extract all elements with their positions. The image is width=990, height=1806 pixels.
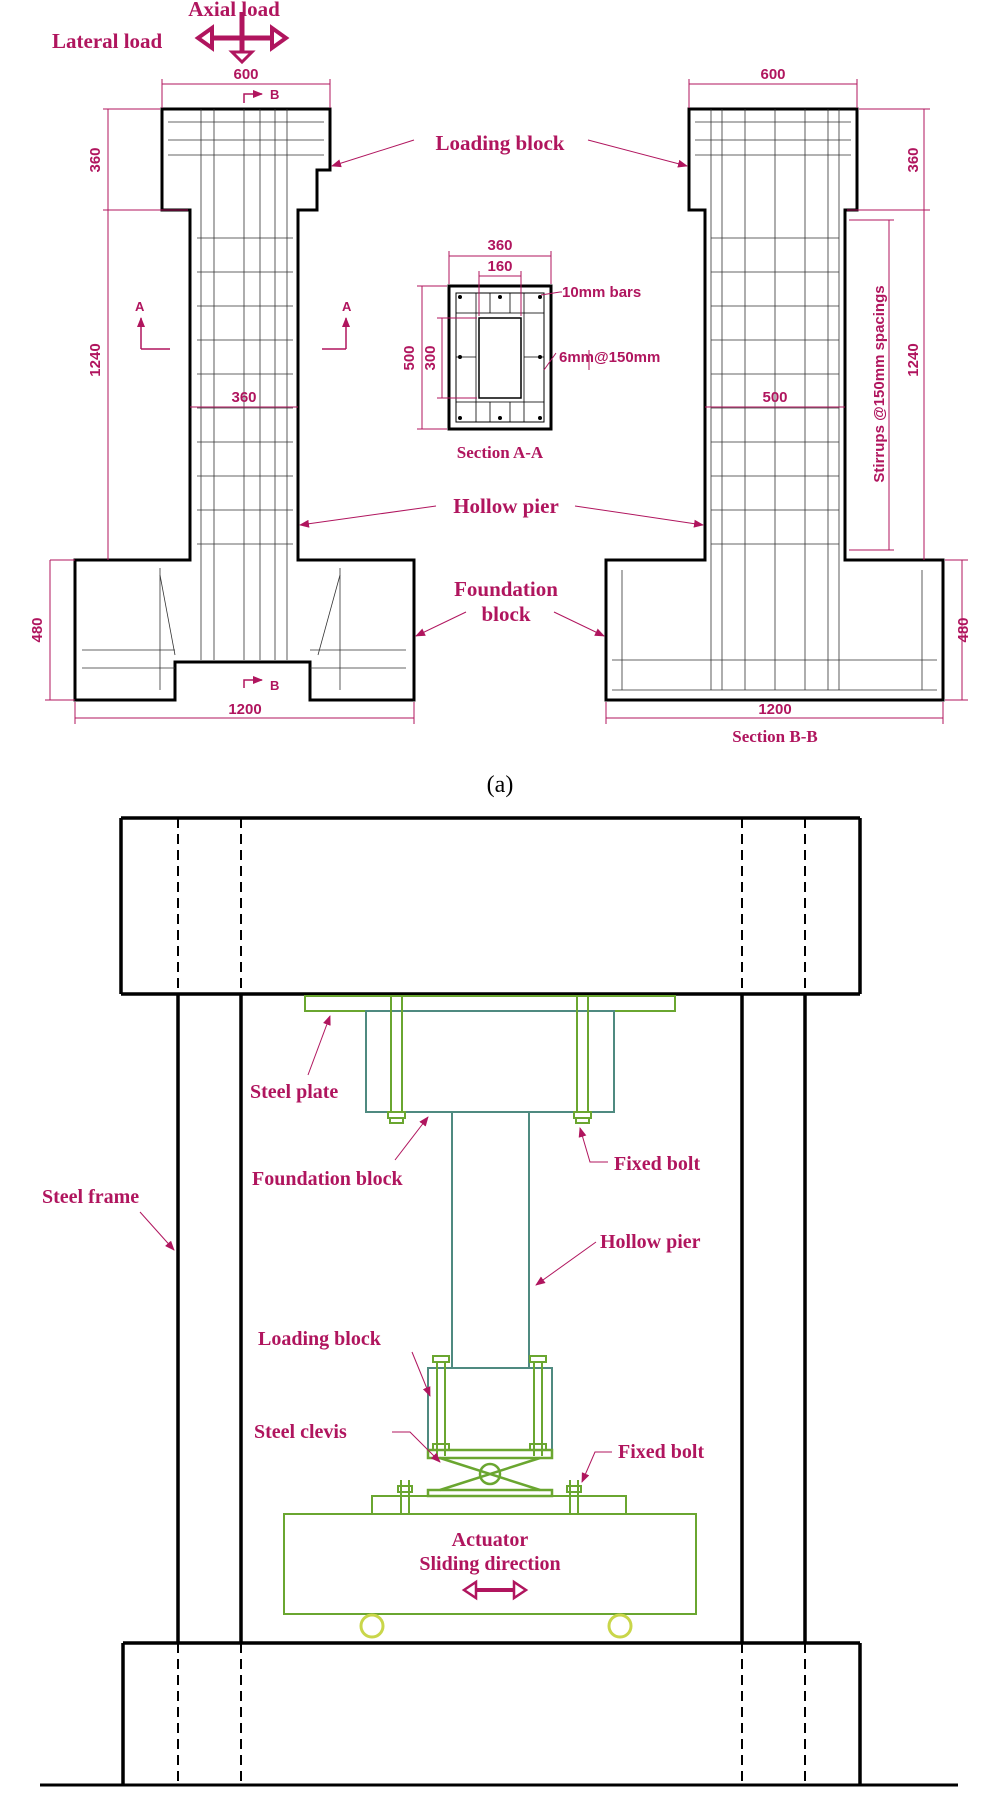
dim-pier-height-left: 1240 (87, 343, 104, 376)
stirrups-note-label: Stirrups @150mm spacings (871, 285, 888, 482)
sliding-direction-arrow-icon (461, 1579, 529, 1601)
dim-section-inner-width: 160 (487, 258, 512, 275)
steel-frame (40, 816, 958, 1787)
dim-pier-width-right: 500 (762, 389, 787, 406)
hollow-pier-arrow-right (574, 505, 704, 528)
hollow-pier-leader (535, 1241, 597, 1286)
steel-frame-leader (139, 1211, 175, 1251)
hollow-pier-label: Hollow pier (600, 1231, 701, 1253)
left-dimension-lines (45, 79, 415, 724)
foundation-arrow-right (553, 611, 605, 637)
section-mark-a-left: A (135, 299, 145, 314)
foundation-block-label: Foundation block (252, 1168, 403, 1190)
part-b-drawing: Steel plate Foundation block Fixed bolt … (40, 816, 958, 1787)
fixed-bolt-top-leader (578, 1127, 608, 1163)
loading-block-callout: Loading block (436, 131, 565, 155)
dim-found-height-right: 480 (955, 617, 972, 642)
roller-left-icon (359, 1613, 385, 1639)
steel-plate-label: Steel plate (250, 1081, 338, 1103)
lateral-load-label: Lateral load (52, 29, 163, 53)
steel-plate (304, 995, 676, 1012)
hollow-pier-arrow-left (299, 505, 437, 528)
dim-found-width-right: 1200 (758, 701, 791, 718)
load-arrows-icon (194, 12, 290, 65)
dim-found-width-left: 1200 (228, 701, 261, 718)
steel-clevis (426, 1448, 554, 1498)
top-bolts (387, 996, 592, 1124)
loading-block-arrow-right (587, 139, 688, 168)
fixed-bolt-top-label: Fixed bolt (614, 1153, 700, 1175)
steel-clevis-leader (392, 1431, 441, 1463)
foundation-block-leader (394, 1116, 429, 1161)
foundation-callout-line1: Foundation (454, 577, 558, 601)
dim-top-height-right: 360 (905, 147, 922, 172)
steel-clevis-label: Steel clevis (254, 1421, 347, 1443)
left-elevation-outline (73, 107, 416, 702)
caption-a: (a) (487, 772, 514, 798)
section-mark-b-top: B (270, 87, 279, 102)
foundation-callout-line2: block (481, 602, 530, 626)
section-aa-drawing (447, 284, 553, 431)
roller-right-icon (607, 1613, 633, 1639)
loading-block-label: Loading block (258, 1328, 382, 1350)
dim-found-height-left: 480 (29, 617, 46, 642)
steel-plate-leader (307, 1015, 331, 1076)
hollow-pier (451, 1111, 530, 1369)
right-elevation-rebar (612, 109, 937, 691)
section-mark-b-bottom: B (270, 678, 279, 693)
section-mark-a-right: A (342, 299, 352, 314)
section-aa-title: Section A-A (457, 443, 544, 462)
loading-block-leader (411, 1351, 431, 1397)
dim-section-outer-height: 500 (401, 345, 418, 370)
loading-block-arrow-left (331, 139, 415, 168)
dim-top-width-left: 600 (233, 66, 258, 83)
actuator (283, 1513, 697, 1615)
actuator-plate (371, 1495, 627, 1515)
actuator-bolts (397, 1480, 582, 1514)
axial-load-label: Axial load (188, 0, 280, 21)
foundation-arrow-left (415, 611, 467, 637)
dim-section-inner-height: 300 (422, 345, 439, 370)
left-elevation-rebar (82, 109, 406, 690)
loading-block-bolts (432, 1355, 547, 1456)
stirrup-spacing-label: 6mm@150mm (559, 349, 660, 366)
section-bb-title: Section B-B (732, 727, 817, 746)
actuator-label-line1: Actuator (452, 1529, 529, 1551)
right-elevation-dims (605, 79, 968, 724)
fixed-bolt-bottom-leader (581, 1451, 612, 1483)
section-aa-dims (417, 251, 590, 430)
actuator-label-line2: Sliding direction (419, 1553, 560, 1575)
dim-top-height-left: 360 (87, 147, 104, 172)
bars-label: 10mm bars (562, 284, 641, 301)
dim-pier-height-right: 1240 (905, 343, 922, 376)
dim-pier-width-left: 360 (231, 389, 256, 406)
fixed-bolt-bottom-label: Fixed bolt (618, 1441, 704, 1463)
hollow-pier-callout: Hollow pier (453, 494, 559, 518)
steel-frame-label: Steel frame (42, 1186, 139, 1208)
dim-section-outer-width: 360 (487, 237, 512, 254)
dim-top-width-right: 600 (760, 66, 785, 83)
section-marks (137, 90, 350, 688)
part-a-drawing: Axial load Lateral load (29, 0, 972, 798)
